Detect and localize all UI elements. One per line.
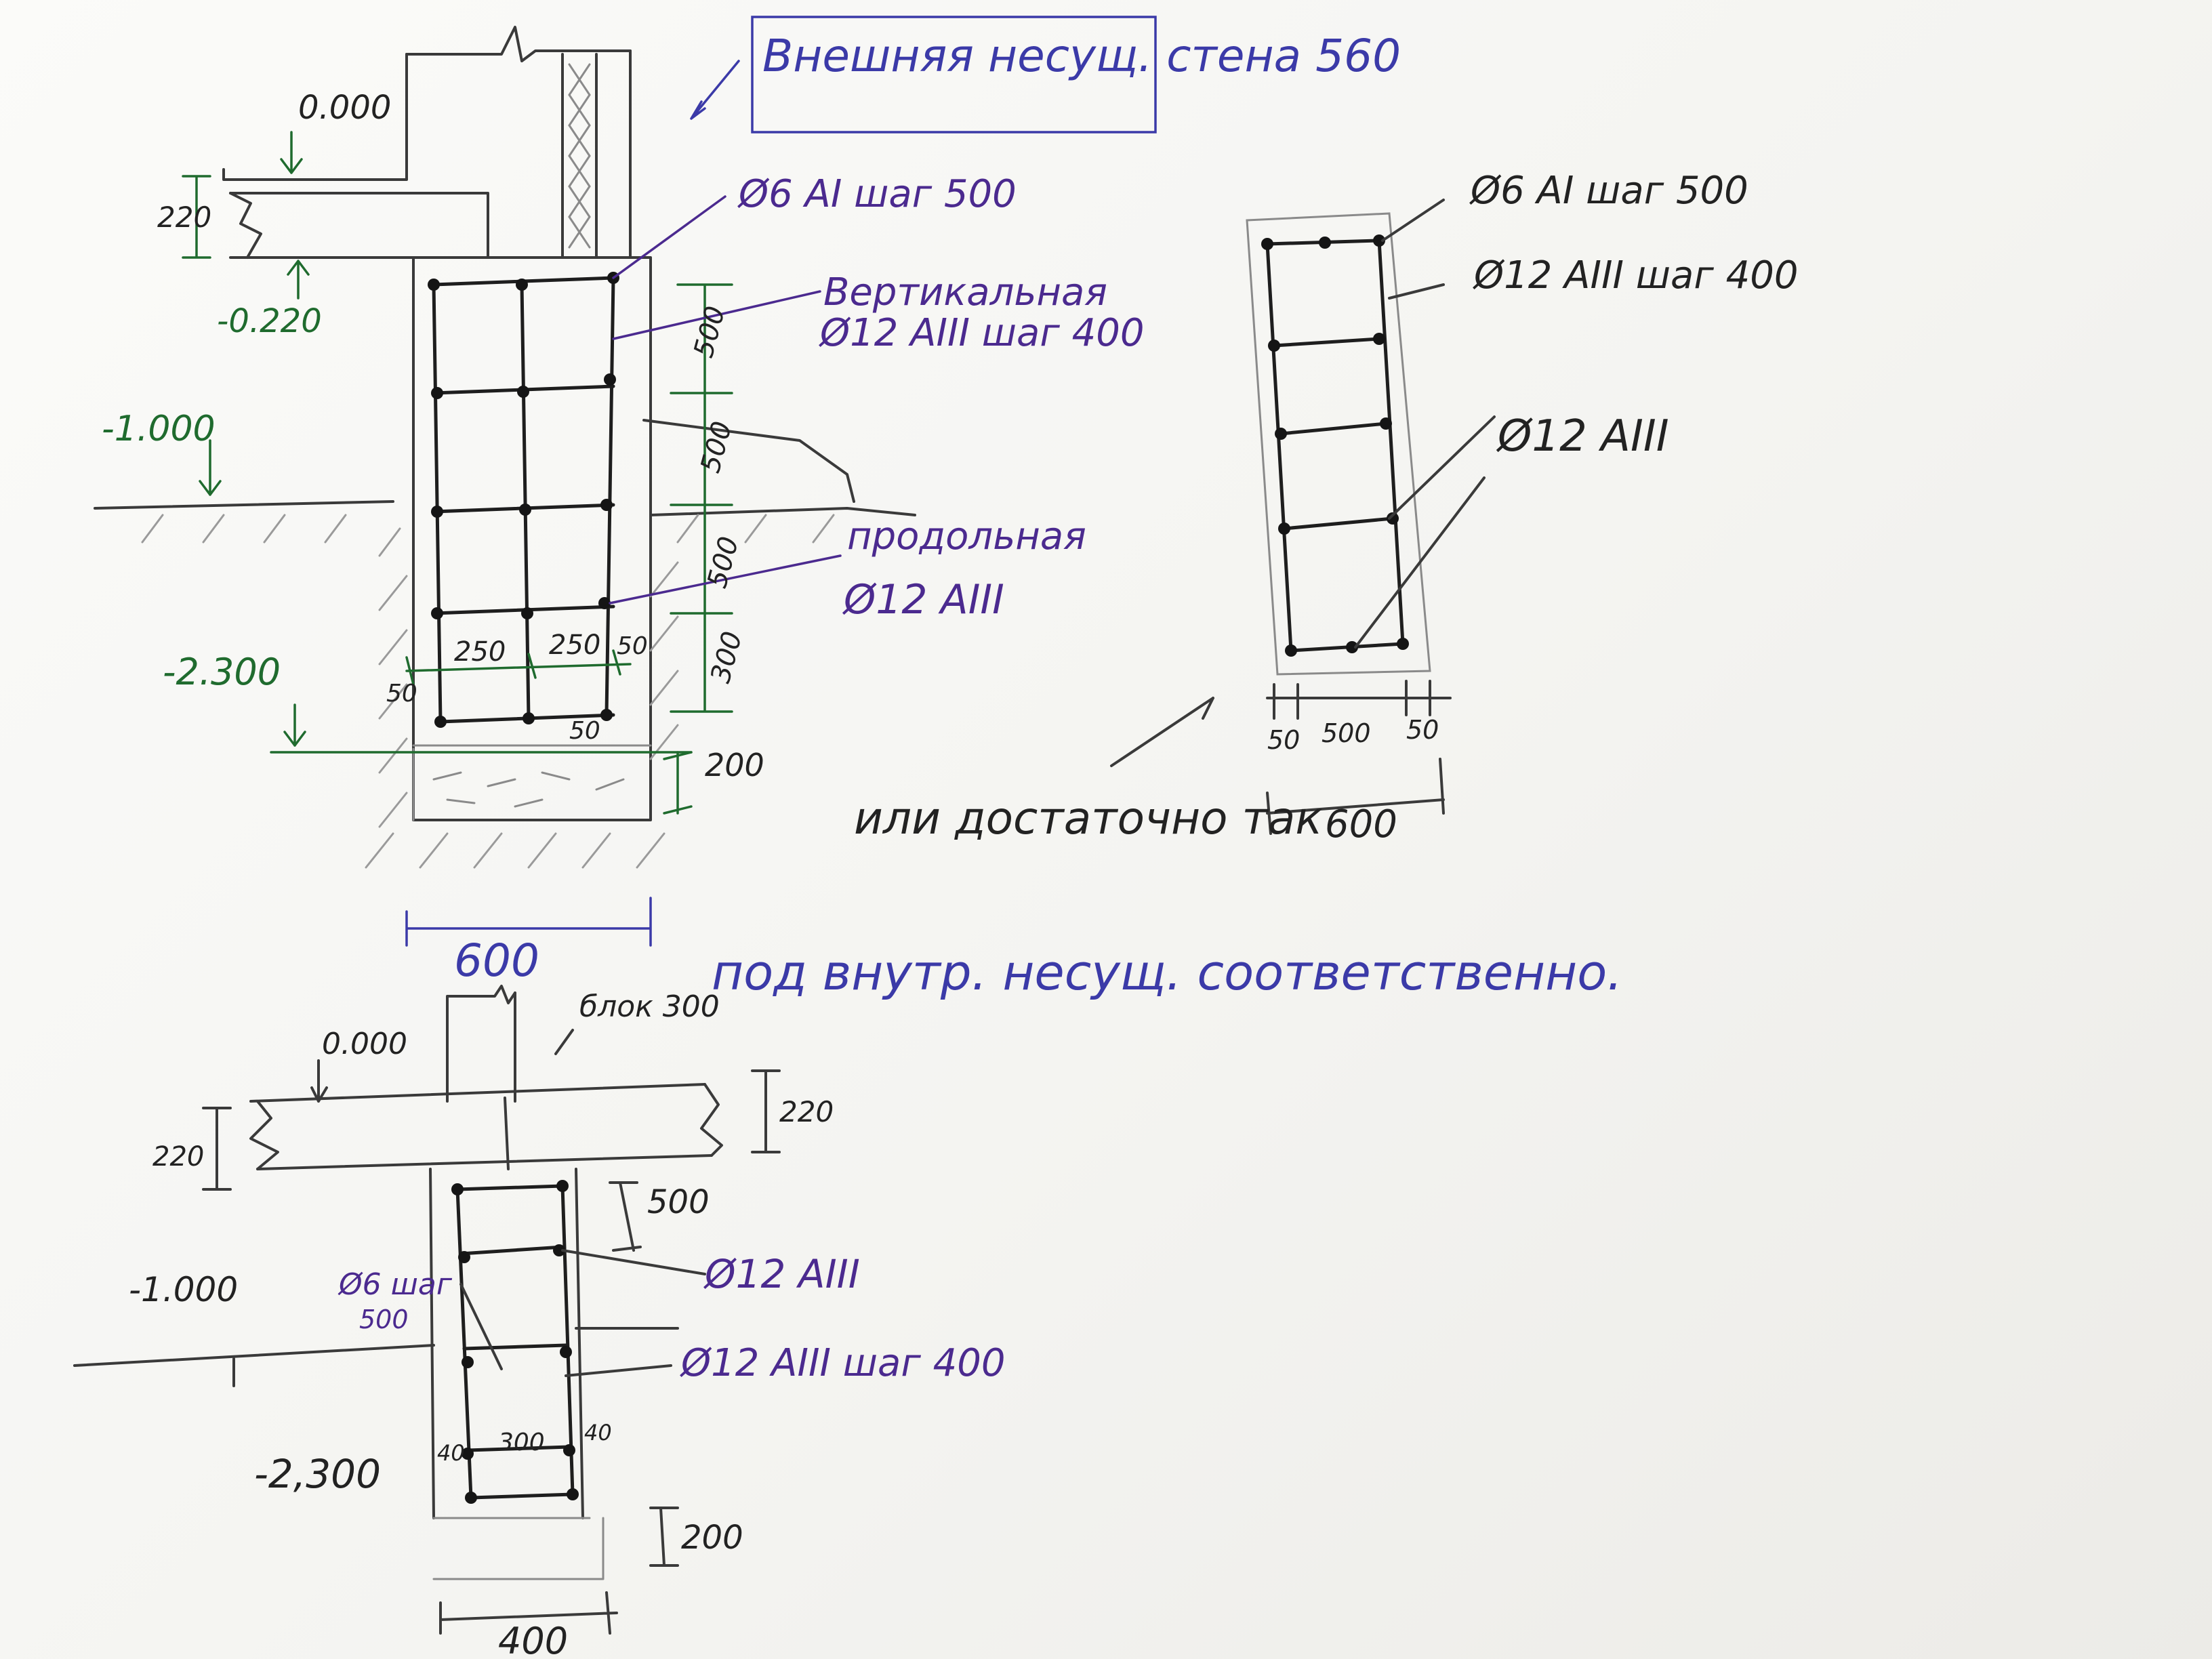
side-dim-bottom-2: 500: [1322, 718, 1371, 748]
top-level-footing: -2.300: [163, 651, 281, 693]
bottom-level-ground: -1.000: [129, 1270, 238, 1309]
bottom-dim-bottom-3: 40: [584, 1420, 612, 1446]
top-dimension-lines: [182, 131, 733, 947]
bottom-level-footing: -2,300: [254, 1451, 381, 1497]
side-dim-bottom-3: 50: [1406, 715, 1439, 745]
top-vertical-label-2: Ø12 AIII шаг 400: [819, 311, 1144, 355]
top-dim-bottom-3: 250: [549, 630, 600, 661]
top-dim-bottom-2: 250: [454, 636, 506, 668]
bottom-vertical-label: Ø12 AIII шаг 400: [680, 1341, 1005, 1385]
side-tie-label: Ø6 AI шаг 500: [1469, 169, 1748, 213]
side-width: 600: [1325, 802, 1397, 846]
top-vertical-label-1: Вертикальная: [823, 270, 1107, 314]
bottom-tie-label-1: Ø6 шаг: [337, 1267, 453, 1302]
top-level-ground: -1.000: [102, 409, 216, 449]
top-dim-right-1: 500: [688, 303, 731, 361]
bottom-width: 400: [498, 1620, 568, 1659]
bottom-long-label: Ø12 AIII: [703, 1251, 860, 1297]
top-slab-thickness: 220: [157, 201, 211, 234]
bottom-slab-left: 220: [152, 1141, 204, 1172]
bottom-tie-label-2: 500: [359, 1305, 409, 1334]
top-level-0: 0.000: [298, 89, 391, 127]
side-dim-bottom-1: 50: [1267, 725, 1300, 755]
bottom-wall-outline: [73, 985, 781, 1635]
bottom-dim-bottom-2: 300: [498, 1429, 545, 1456]
top-dim-cover: 50: [569, 717, 600, 745]
top-ground-hatch: [94, 500, 916, 869]
top-tie-label: Ø6 AI шаг 500: [737, 172, 1017, 216]
wall-title-line1: Внешняя несущ. стена 560: [762, 30, 1401, 82]
inner-wall-note: под внутр. несущ. соответственно.: [712, 944, 1622, 1001]
top-leader-lines: [609, 16, 1157, 605]
top-dim-cushion: 200: [705, 747, 764, 783]
side-vertical-label: Ø12 AIII шаг 400: [1473, 253, 1798, 298]
bottom-block-label: блок 300: [579, 989, 720, 1024]
top-dim-bottom-1: 50: [386, 680, 417, 708]
bottom-dim-top: 500: [647, 1183, 710, 1221]
top-longitudinal-label-2: Ø12 AIII: [842, 576, 1004, 623]
top-level-slab-bottom: -0.220: [217, 302, 322, 340]
bottom-dim-cushion: 200: [681, 1519, 743, 1557]
bottom-slab-right: 220: [779, 1095, 834, 1128]
top-width: 600: [454, 935, 539, 987]
top-dim-right-3: 500: [701, 533, 745, 592]
top-dim-right-4: 300: [705, 628, 748, 687]
top-longitudinal-label-1: продольная: [847, 514, 1086, 558]
side-section-outline: [1110, 199, 1496, 835]
side-long-label: Ø12 AIII: [1496, 411, 1669, 462]
top-wall-outline: [222, 26, 855, 821]
top-reinforcement-cage: [428, 272, 619, 728]
bottom-dim-bottom-1: 40: [437, 1440, 465, 1466]
top-dim-bottom-4: 50: [617, 632, 648, 660]
bottom-level-0: 0.000: [322, 1027, 407, 1061]
side-note: или достаточно так: [854, 792, 1322, 844]
